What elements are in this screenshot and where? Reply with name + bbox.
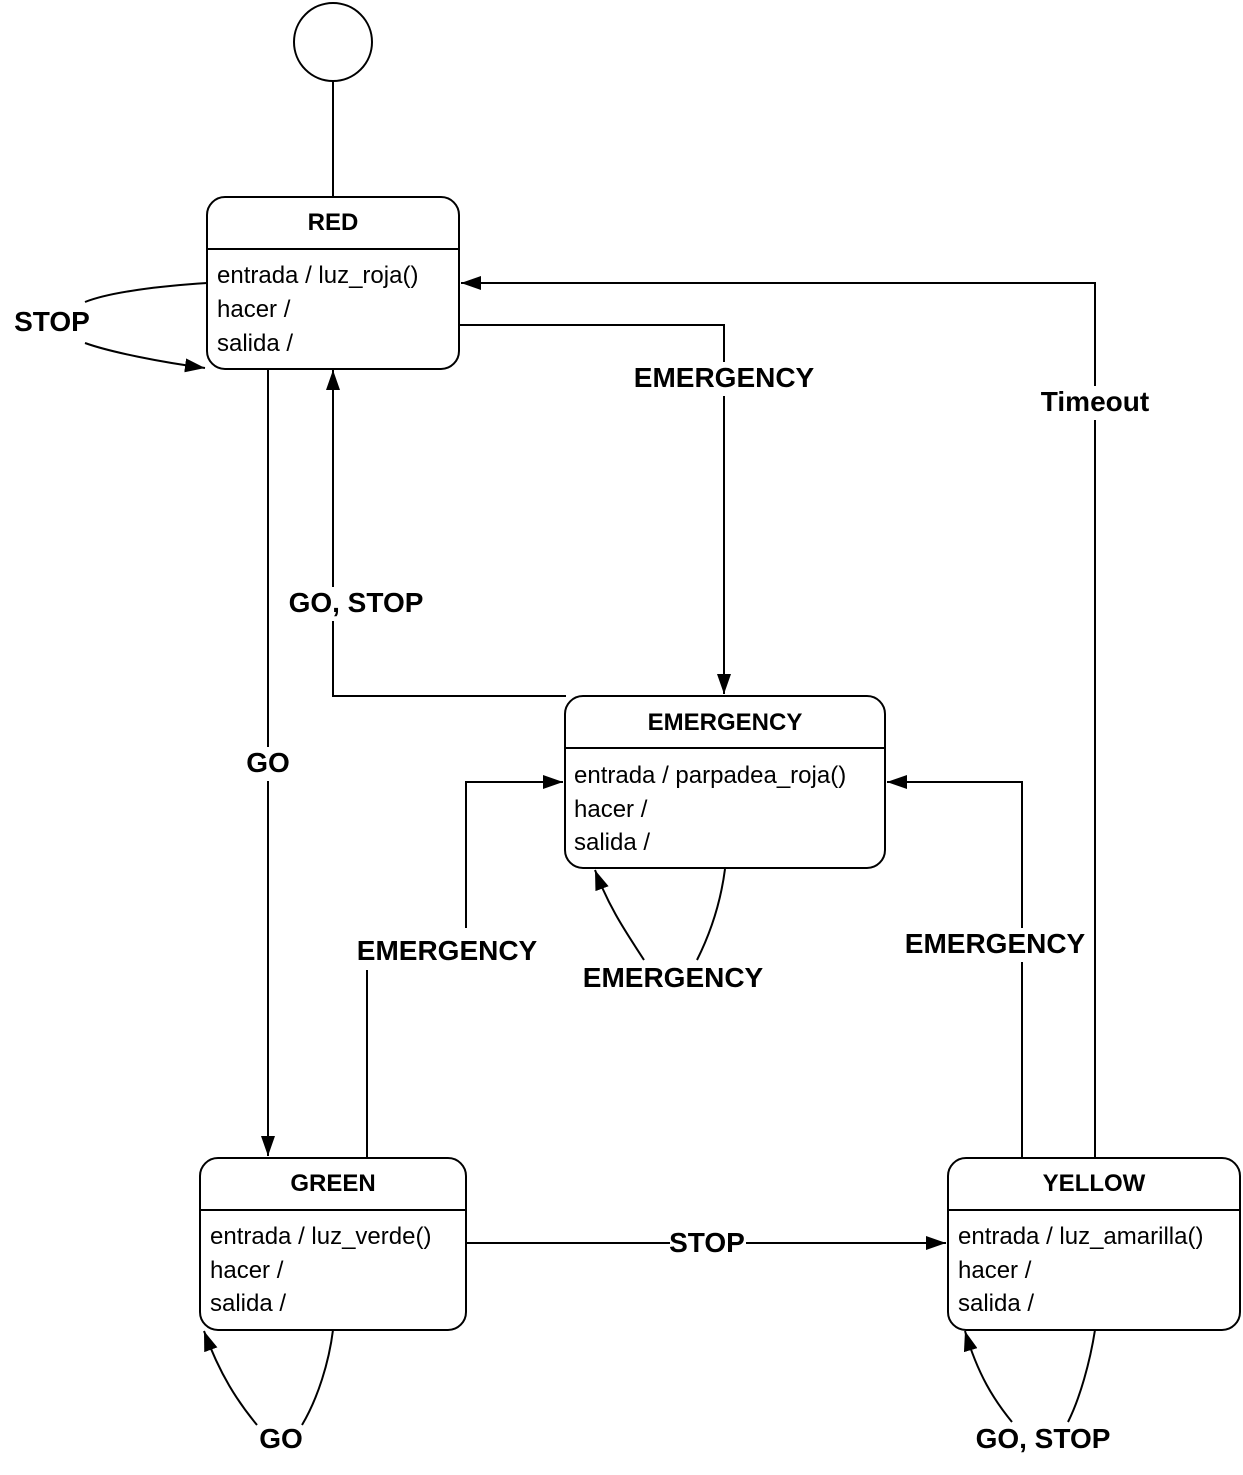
label-yellow-self: GO, STOP bbox=[976, 1423, 1111, 1454]
state-red-do: hacer / bbox=[217, 296, 291, 323]
state-yellow-exit: salida / bbox=[958, 1290, 1034, 1317]
emergency-self-transition bbox=[594, 869, 645, 961]
state-red-box bbox=[206, 196, 460, 370]
state-green-exit: salida / bbox=[210, 1290, 286, 1317]
state-yellow-box bbox=[947, 1157, 1241, 1331]
yellow-self-transition bbox=[963, 1330, 1013, 1423]
label-bg-emergency-to-red bbox=[288, 587, 424, 621]
label-emergency-self: EMERGENCY bbox=[583, 962, 764, 993]
state-emergency-entry: entrada / parpadea_roja() bbox=[574, 762, 846, 789]
red-to-emergency-transition bbox=[459, 324, 731, 694]
yellow-to-red-transition bbox=[461, 276, 1096, 1158]
green-to-emergency-transition bbox=[465, 775, 563, 928]
state-green: GREEN entrada / luz_verde() hacer / sali… bbox=[199, 1157, 467, 1331]
emergency-to-red-transition bbox=[326, 370, 566, 697]
state-emergency-name: EMERGENCY bbox=[648, 709, 803, 736]
state-red-entry: entrada / luz_roja() bbox=[217, 262, 418, 289]
initial-state bbox=[293, 2, 373, 82]
state-yellow-name: YELLOW bbox=[1043, 1170, 1146, 1197]
label-red-to-green: GO bbox=[246, 747, 290, 778]
label-bg-yellow-to-emergency bbox=[906, 928, 1084, 962]
label-bg-green-to-yellow bbox=[670, 1227, 746, 1261]
emergency-self-transition-tail bbox=[696, 868, 726, 961]
state-red-name: RED bbox=[308, 209, 359, 236]
label-bg-red-to-green bbox=[242, 747, 294, 781]
label-green-self: GO bbox=[259, 1423, 303, 1454]
green-self-transition-tail bbox=[301, 1329, 334, 1426]
state-emergency-do: hacer / bbox=[574, 796, 648, 823]
state-emergency: EMERGENCY entrada / parpadea_roja() hace… bbox=[564, 695, 886, 869]
label-bg-red-to-emergency bbox=[636, 362, 812, 396]
state-green-name: GREEN bbox=[290, 1170, 375, 1197]
state-red: RED entrada / luz_roja() hacer / salida … bbox=[206, 196, 460, 370]
yellow-self-transition-tail bbox=[1067, 1329, 1096, 1423]
label-green-to-yellow: STOP bbox=[669, 1227, 745, 1258]
label-green-to-emergency: EMERGENCY bbox=[357, 935, 538, 966]
red-self-transition-tail bbox=[84, 282, 208, 303]
label-red-to-emergency: EMERGENCY bbox=[634, 362, 815, 393]
state-red-exit: salida / bbox=[217, 330, 293, 357]
green-self-transition bbox=[203, 1330, 258, 1426]
label-yellow-to-emergency: EMERGENCY bbox=[905, 928, 1086, 959]
label-yellow-to-red: Timeout bbox=[1041, 386, 1149, 417]
label-red-self: STOP bbox=[14, 306, 90, 337]
state-yellow-do: hacer / bbox=[958, 1257, 1032, 1284]
state-yellow-entry: entrada / luz_amarilla() bbox=[958, 1223, 1203, 1250]
state-yellow: YELLOW entrada / luz_amarilla() hacer / … bbox=[947, 1157, 1241, 1331]
state-green-do: hacer / bbox=[210, 1257, 284, 1284]
state-emergency-box bbox=[564, 695, 886, 869]
state-emergency-exit: salida / bbox=[574, 829, 650, 856]
red-self-transition bbox=[84, 342, 206, 373]
state-green-entry: entrada / luz_verde() bbox=[210, 1223, 431, 1250]
label-bg-yellow-to-red bbox=[1036, 386, 1154, 420]
yellow-to-emergency-transition bbox=[887, 775, 1023, 1158]
state-green-box bbox=[199, 1157, 467, 1331]
label-emergency-to-red: GO, STOP bbox=[289, 587, 424, 618]
